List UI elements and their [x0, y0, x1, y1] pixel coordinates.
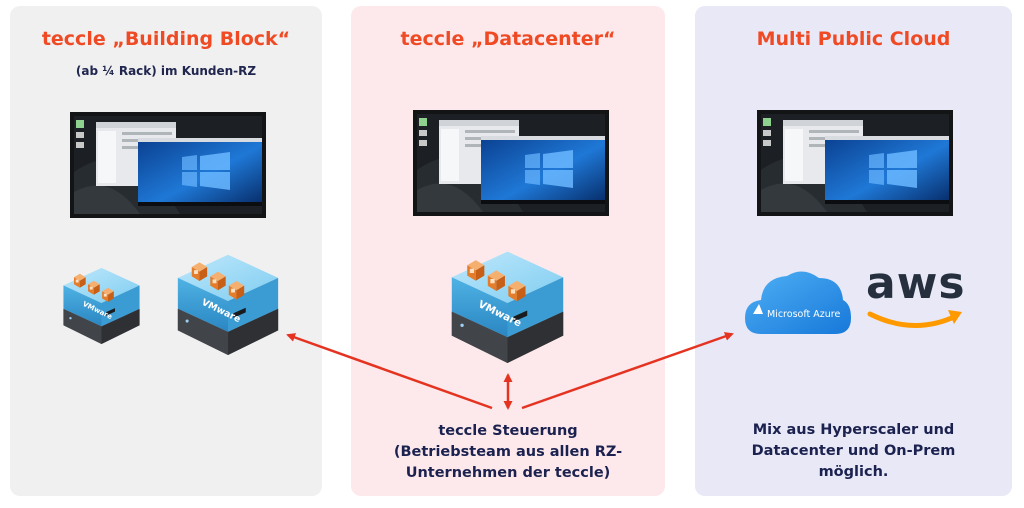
caption-line: teccle Steuerung — [438, 423, 578, 439]
vmware-server-large: VMware — [168, 247, 288, 355]
panel-subtitle: (ab ¼ Rack) im Kunden-RZ — [75, 64, 257, 78]
arrow-to-multi-cloud — [521, 332, 734, 410]
caption-line: (Betriebsteam aus allen RZ- — [393, 444, 623, 460]
caption-line: Datacenter und On-Prem — [751, 443, 956, 459]
arrow-to-building-block — [286, 333, 493, 410]
vmware-server-small: VMware — [63, 262, 140, 344]
caption-line: Mix aus Hyperscaler und — [752, 422, 955, 438]
caption-line: möglich. — [818, 464, 889, 480]
panel-title: teccle „Building Block“ — [41, 28, 291, 50]
aws-logo: aws — [866, 262, 966, 342]
vmware-server-datacenter: VMware — [440, 243, 575, 363]
panel-datacenter: teccle „Datacenter“ teccle Steuerung (Be… — [351, 6, 665, 496]
panel-caption: Mix aus Hyperscaler und Datacenter und O… — [695, 420, 1012, 483]
aws-smile-icon — [867, 310, 962, 328]
caption-line: Unternehmen der teccle) — [405, 465, 611, 481]
panel-title: teccle „Datacenter“ — [400, 28, 616, 50]
panel-building-block: teccle „Building Block“ (ab ¼ Rack) im K… — [10, 6, 322, 496]
panel-title: Multi Public Cloud — [756, 28, 951, 50]
panel-caption: teccle Steuerung (Betriebsteam aus allen… — [351, 421, 665, 484]
aws-wordmark: aws — [866, 258, 966, 309]
microsoft-azure-logo: Microsoft Azure — [745, 271, 851, 334]
panel-multi-cloud: Multi Public Cloud Mix aus Hyperscaler u… — [695, 6, 1012, 496]
azure-label: Microsoft Azure — [767, 309, 840, 320]
